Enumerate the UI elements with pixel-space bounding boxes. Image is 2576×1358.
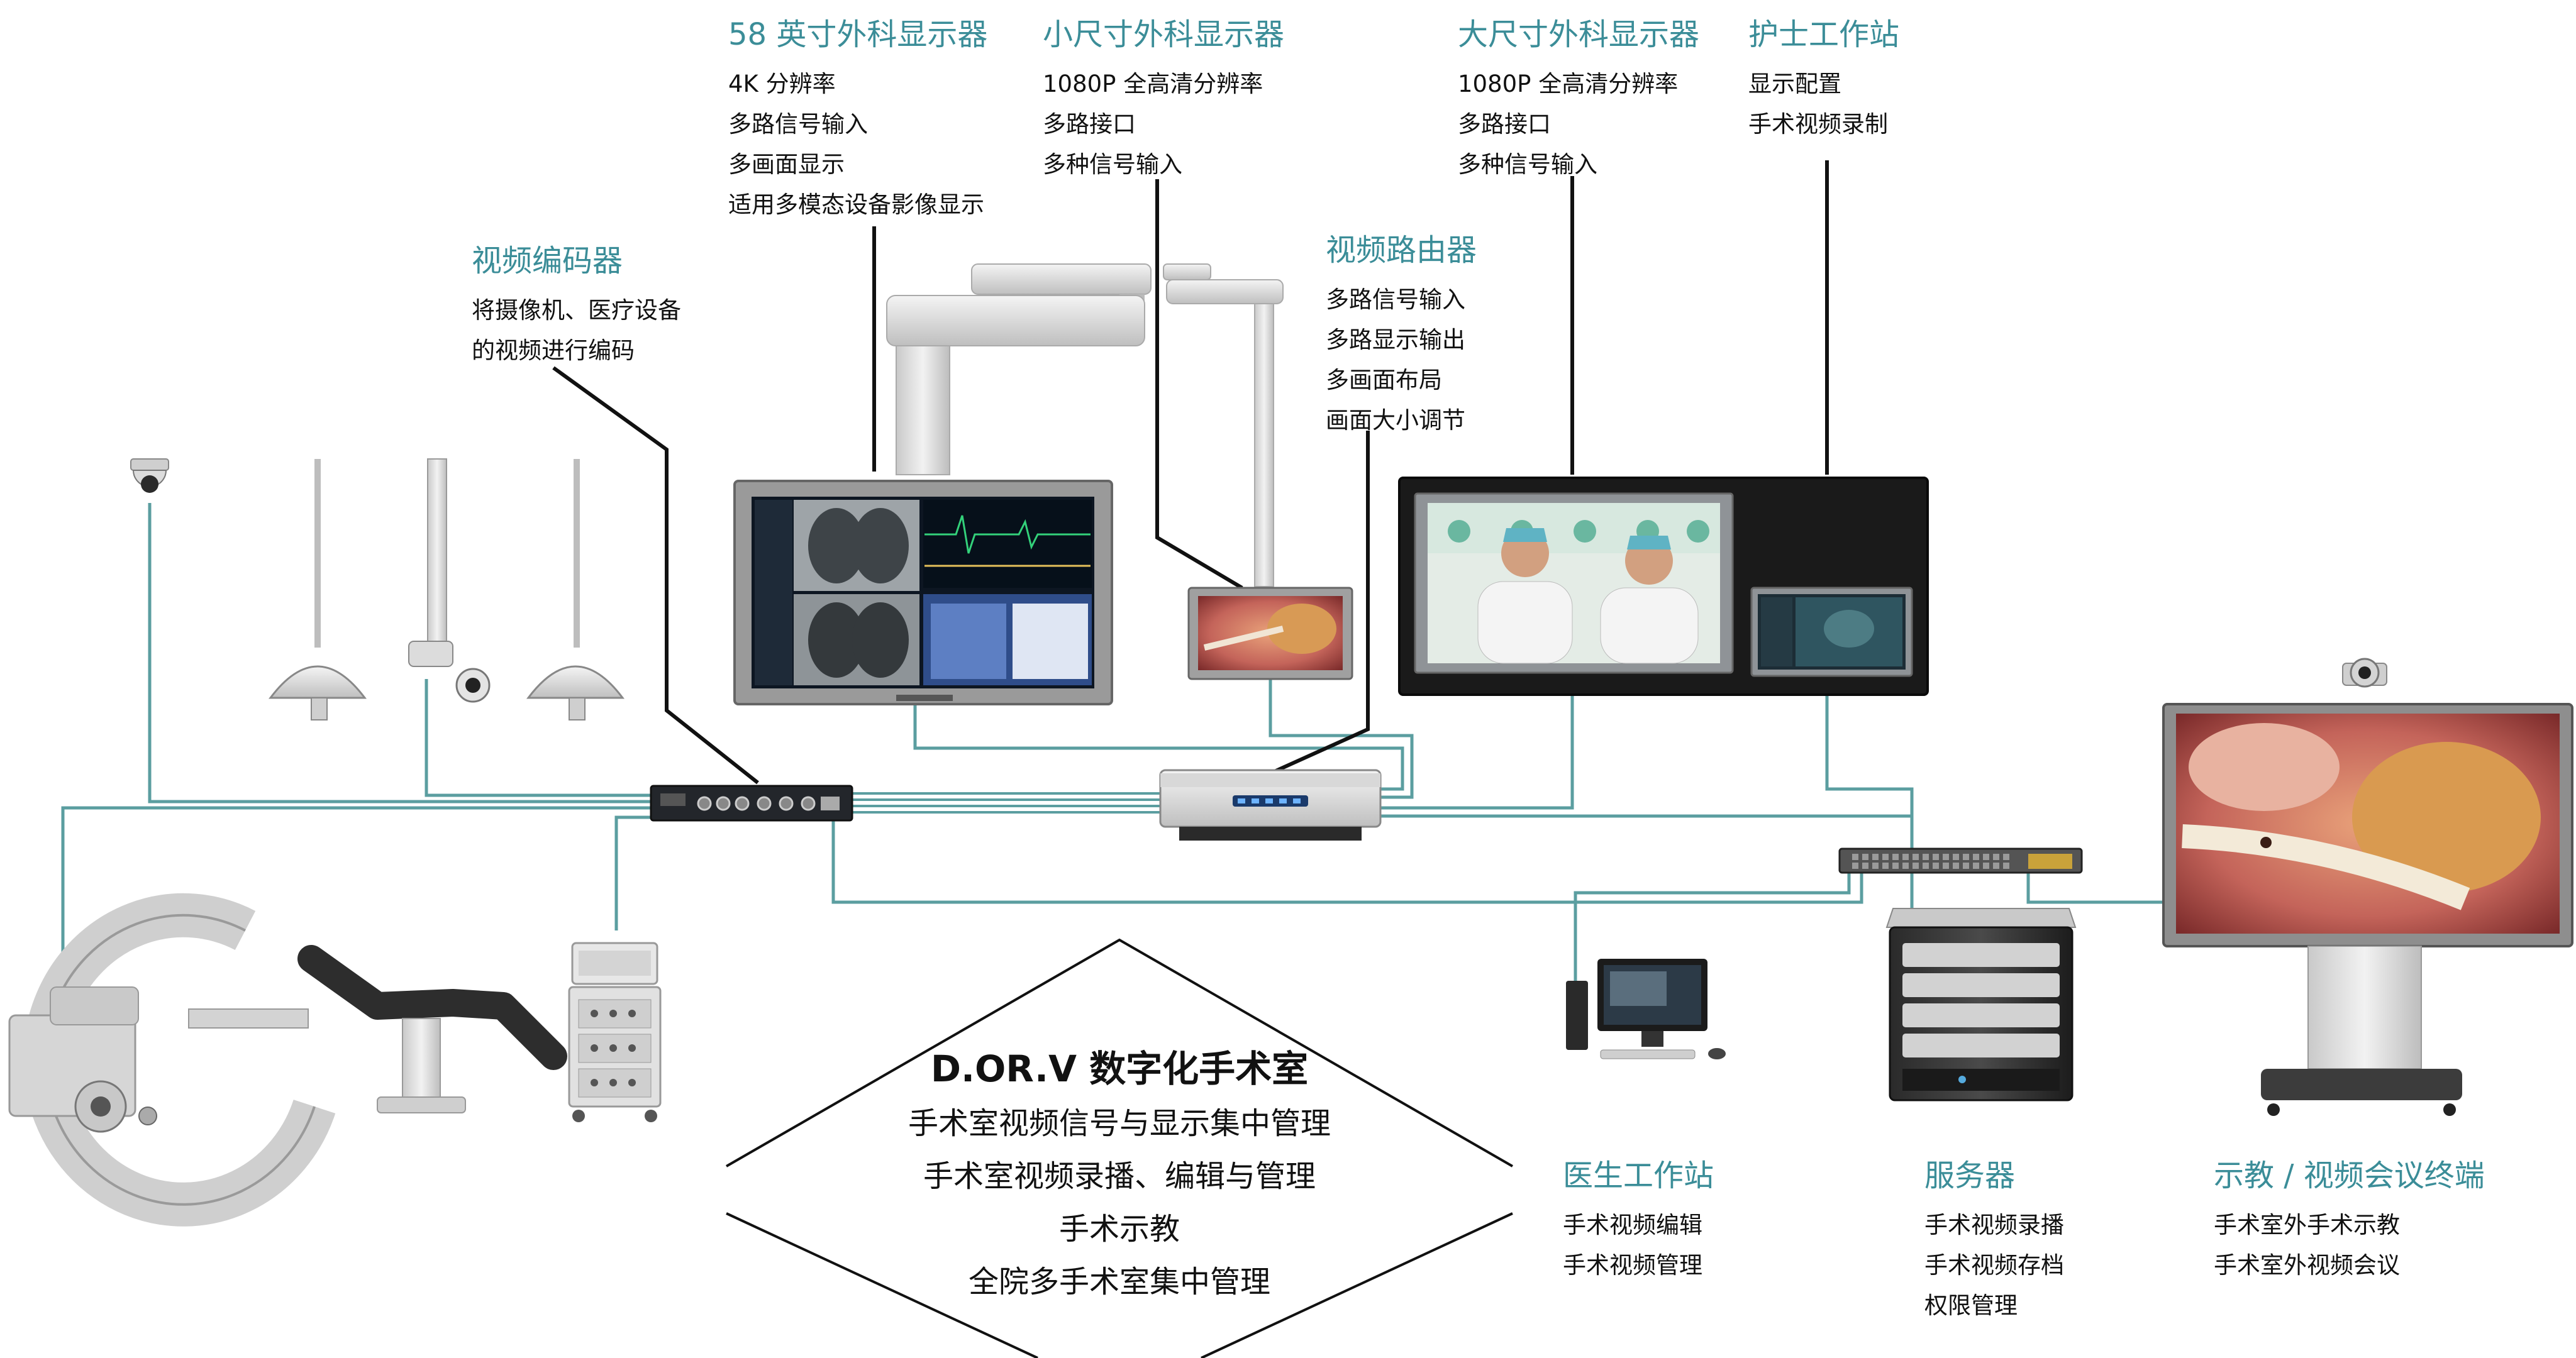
monitor-large-title: 大尺寸外科显示器 bbox=[1458, 17, 1700, 52]
medical-cart-image bbox=[568, 942, 662, 1122]
video-encoder-title: 视频编码器 bbox=[472, 243, 623, 279]
c-arm-image bbox=[8, 893, 336, 1227]
feature-line: 多种信号输入 bbox=[1458, 151, 1597, 178]
video-router-title: 视频路由器 bbox=[1326, 233, 1477, 268]
feature-line: 多路接口 bbox=[1458, 111, 1551, 138]
ceiling-arm-small bbox=[1163, 263, 1284, 587]
feature-line: 多画面显示 bbox=[728, 151, 845, 178]
signal-cables bbox=[61, 503, 2163, 1006]
dome-camera-image bbox=[130, 458, 169, 493]
feature-line: 多路接口 bbox=[1043, 111, 1136, 138]
server-image bbox=[1885, 908, 2077, 1101]
summary-line: 手术室视频录播、编辑与管理 bbox=[923, 1159, 1316, 1194]
monitor-small-title: 小尺寸外科显示器 bbox=[1043, 17, 1285, 52]
feature-line: 手术视频编辑 bbox=[1563, 1212, 1702, 1239]
label-pointers bbox=[552, 160, 1829, 785]
network-switch-image bbox=[1838, 847, 2083, 874]
server-title: 服务器 bbox=[1924, 1158, 2016, 1193]
video-encoder-image bbox=[650, 785, 853, 822]
doctor-workstation-image bbox=[1566, 959, 1726, 1059]
feature-line: 将摄像机、医疗设备 bbox=[472, 297, 681, 324]
doctor-station-title: 医生工作站 bbox=[1563, 1158, 1714, 1193]
feature-line: 手术视频管理 bbox=[1563, 1252, 1702, 1279]
monitor-58-title: 58 英寸外科显示器 bbox=[728, 17, 988, 52]
surgical-monitor-58-image bbox=[733, 480, 1113, 705]
video-router-features: 多路信号输入 多路显示输出 多画面布局 画面大小调节 bbox=[1326, 280, 1465, 441]
summary-line: 全院多手术室集中管理 bbox=[968, 1264, 1270, 1300]
nurse-station-features: 显示配置 手术视频录制 bbox=[1748, 64, 1888, 145]
system-title: D.OR.V 数字化手术室 bbox=[930, 1047, 1309, 1090]
feature-line: 手术视频存档 bbox=[1924, 1252, 2064, 1279]
teaching-terminal-title: 示教 / 视频会议终端 bbox=[2214, 1158, 2485, 1193]
summary-line: 手术室视频信号与显示集中管理 bbox=[908, 1106, 1331, 1141]
feature-line: 手术视频录播 bbox=[1924, 1212, 2064, 1239]
feature-line: 多路信号输入 bbox=[1326, 286, 1465, 313]
feature-line: 显示配置 bbox=[1748, 70, 1841, 97]
surgical-monitor-small-image bbox=[1187, 587, 1353, 680]
teaching-terminal-features: 手术室外手术示教 手术室外视频会议 bbox=[2214, 1205, 2400, 1286]
feature-line: 的视频进行编码 bbox=[472, 337, 635, 364]
feature-line: 手术室外手术示教 bbox=[2214, 1212, 2400, 1239]
feature-line: 多路显示输出 bbox=[1326, 326, 1465, 353]
feature-line: 手术视频录制 bbox=[1748, 111, 1888, 138]
feature-line: 适用多模态设备影像显示 bbox=[728, 191, 984, 218]
feature-line: 手术室外视频会议 bbox=[2214, 1252, 2400, 1279]
surgical-lights-image bbox=[268, 458, 625, 720]
doctor-station-features: 手术视频编辑 手术视频管理 bbox=[1563, 1205, 1702, 1286]
center-summary: D.OR.V 数字化手术室 手术室视频信号与显示集中管理 手术室视频录播、编辑与… bbox=[723, 937, 1516, 1358]
monitor-small-features: 1080P 全高清分辨率 多路接口 多种信号输入 bbox=[1043, 64, 1263, 185]
hexagon-outline bbox=[726, 938, 1513, 1358]
feature-line: 多路信号输入 bbox=[728, 111, 868, 138]
feature-line: 1080P 全高清分辨率 bbox=[1458, 70, 1679, 97]
nurse-station-title: 护士工作站 bbox=[1748, 17, 1900, 52]
feature-line: 1080P 全高清分辨率 bbox=[1043, 70, 1263, 97]
video-encoder-features: 将摄像机、医疗设备 的视频进行编码 bbox=[472, 290, 681, 371]
summary-line: 手术示教 bbox=[1058, 1212, 1180, 1247]
monitor-large-features: 1080P 全高清分辨率 多路接口 多种信号输入 bbox=[1458, 64, 1678, 185]
operating-table-image bbox=[297, 945, 567, 1113]
server-features: 手术视频录播 手术视频存档 权限管理 bbox=[1924, 1205, 2064, 1326]
surgical-monitor-large-image bbox=[1398, 477, 1929, 696]
feature-line: 画面大小调节 bbox=[1326, 407, 1465, 434]
monitor-58-features: 4K 分辨率 多路信号输入 多画面显示 适用多模态设备影像显示 bbox=[728, 64, 984, 225]
feature-line: 多种信号输入 bbox=[1043, 151, 1182, 178]
feature-line: 权限管理 bbox=[1924, 1292, 2018, 1319]
feature-line: 多画面布局 bbox=[1326, 367, 1442, 394]
ceiling-arm-large bbox=[886, 263, 1152, 475]
video-router-image bbox=[1159, 769, 1382, 841]
feature-line: 4K 分辨率 bbox=[728, 70, 836, 97]
teaching-terminal-image bbox=[2162, 658, 2573, 1116]
